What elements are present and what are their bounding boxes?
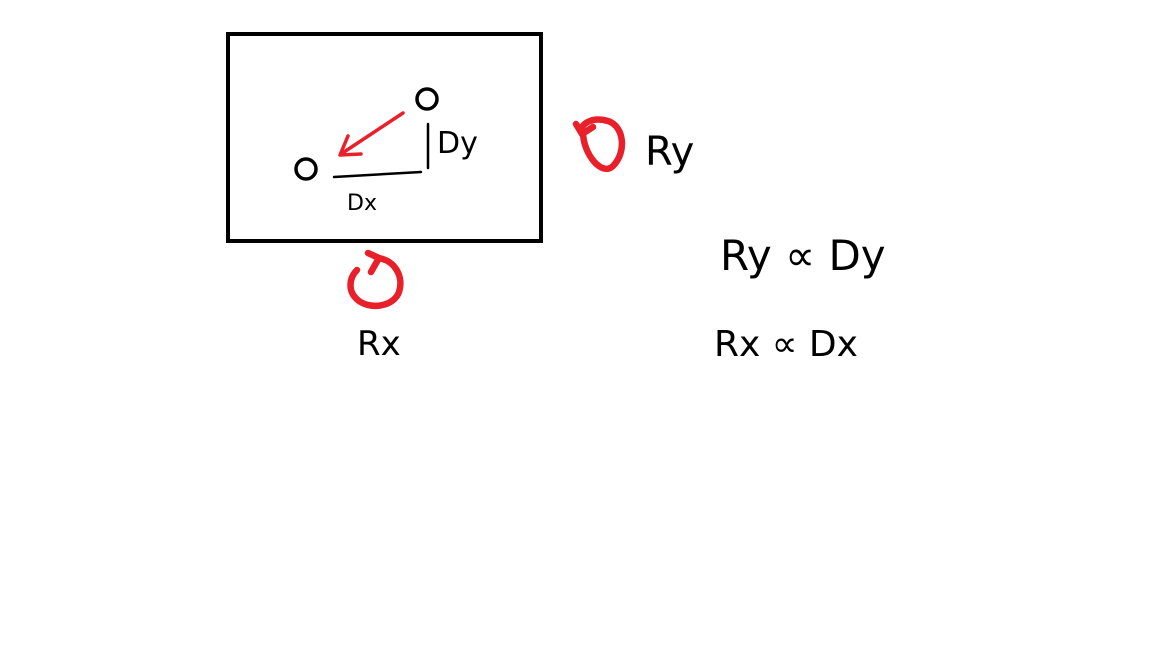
end-point xyxy=(294,157,318,181)
drag-arrow xyxy=(338,111,405,157)
rotate-arrow-icon xyxy=(572,116,626,172)
screen-frame xyxy=(226,32,543,243)
ry-label: Ry xyxy=(645,129,694,175)
dx-line xyxy=(332,170,423,179)
relation-x: Rx ∝ Dx xyxy=(714,324,858,365)
dy-label: Dy xyxy=(437,126,478,161)
rx-label: Rx xyxy=(357,324,401,364)
rotate-arrow-icon xyxy=(347,249,404,310)
dx-label: Dx xyxy=(347,191,377,216)
relation-y: Ry ∝ Dy xyxy=(720,231,886,280)
start-point xyxy=(415,87,439,111)
